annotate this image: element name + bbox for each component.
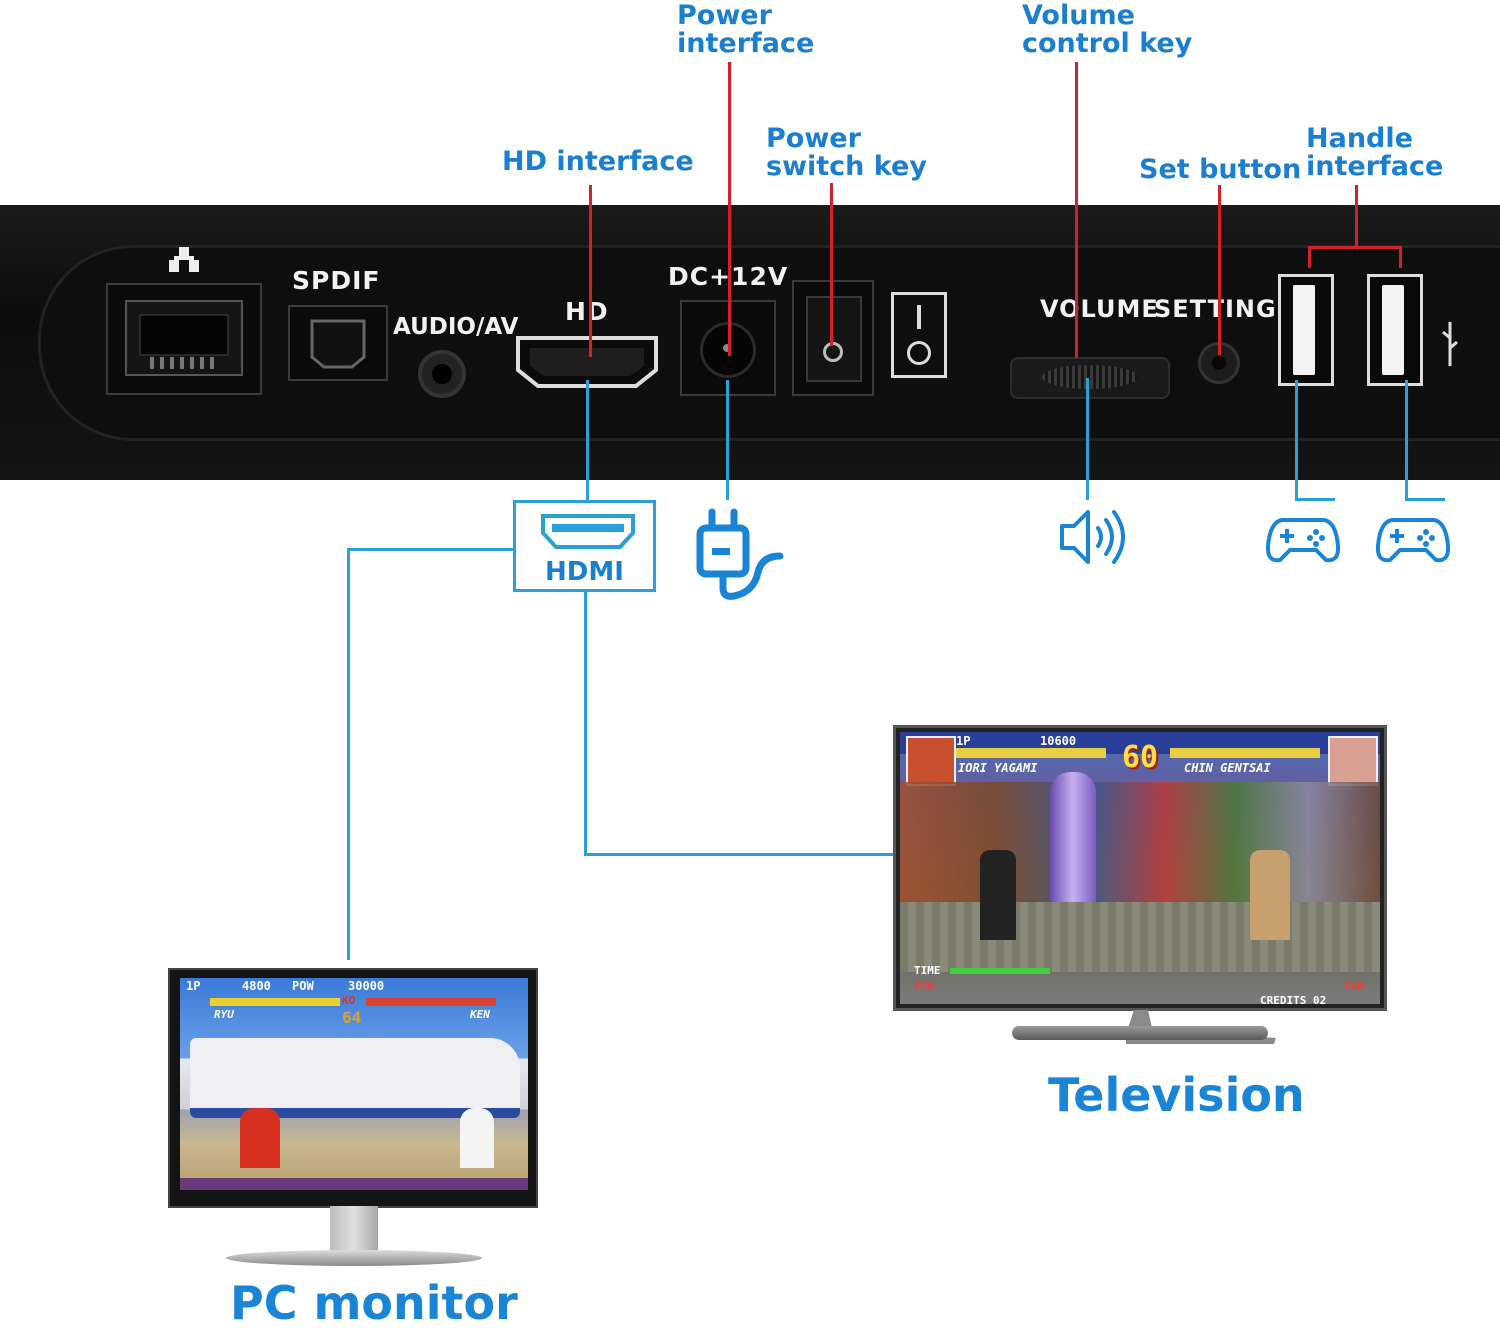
monitor-cable-h bbox=[347, 548, 515, 551]
tv-timer: 60 bbox=[1122, 740, 1159, 775]
power-interface-leader-line bbox=[728, 62, 731, 356]
volume-leader-line bbox=[1075, 62, 1078, 358]
setting-label: SETTING bbox=[1154, 295, 1277, 323]
monitor-cable-v bbox=[347, 548, 350, 960]
monitor-neck bbox=[330, 1206, 378, 1252]
hd-port-label: HD bbox=[565, 297, 609, 326]
hdmi-label: HDMI bbox=[545, 557, 624, 587]
usb1-line-h bbox=[1295, 498, 1335, 501]
pc-fighter-1 bbox=[240, 1108, 280, 1168]
handle-leader-stem bbox=[1355, 185, 1358, 248]
power-plug-icon bbox=[694, 508, 790, 606]
usb2-line bbox=[1405, 380, 1408, 500]
hdmi-box: HDMI bbox=[513, 500, 656, 592]
tv-p1: 1P bbox=[956, 734, 971, 748]
pc-score1: 4800 bbox=[242, 979, 271, 993]
spdif-port[interactable] bbox=[288, 305, 388, 381]
tv-left-portrait bbox=[906, 736, 956, 786]
pc-screen: 1P 4800 POW 30000 KO 64 RYU KEN bbox=[180, 978, 528, 1190]
pc-health-left bbox=[210, 998, 340, 1006]
power-cable-line bbox=[726, 380, 729, 500]
pc-health-right bbox=[366, 998, 496, 1006]
tv-time-label: TIME bbox=[914, 964, 941, 977]
usb1-line bbox=[1295, 380, 1298, 500]
volume-line bbox=[1086, 378, 1089, 500]
pc-monitor-label: PC monitor bbox=[230, 1276, 518, 1330]
pc-name-left: RYU bbox=[214, 1008, 234, 1021]
network-icon bbox=[168, 247, 200, 277]
pc-pow: POW bbox=[292, 979, 314, 993]
pc-timer: 64 bbox=[342, 1008, 362, 1027]
pc-score2: 30000 bbox=[348, 979, 385, 993]
tv-pow-left: POW bbox=[914, 980, 934, 993]
monitor-base bbox=[226, 1250, 482, 1266]
tv-score: 10600 bbox=[1040, 734, 1077, 748]
setting-leader-line bbox=[1218, 185, 1221, 355]
speaker-icon bbox=[1058, 504, 1130, 574]
handle-leader-right bbox=[1399, 246, 1402, 268]
tv-stand-base bbox=[1012, 1026, 1268, 1040]
lan-port[interactable] bbox=[106, 283, 262, 395]
tv-fighter-left: IORI YAGAMI bbox=[958, 761, 1038, 775]
pc-ko: KO bbox=[342, 994, 356, 1007]
tv-fighter-1 bbox=[980, 850, 1016, 940]
tv-credits: CREDITS 02 bbox=[1260, 994, 1327, 1004]
pc-name-right: KEN bbox=[470, 1008, 490, 1021]
set-button-label: Set button bbox=[1139, 154, 1302, 185]
gamepad-icon-2 bbox=[1375, 510, 1451, 568]
tv-pow-right: POW bbox=[1344, 980, 1364, 993]
gamepad-icon-1 bbox=[1265, 510, 1341, 568]
usb2-line-h bbox=[1405, 498, 1445, 501]
tv-fighter-2 bbox=[1250, 850, 1290, 940]
tv-screen: 1P 10600 60 IORI YAGAMI CHIN GENTSAI TIM… bbox=[900, 732, 1380, 1004]
television: 1P 10600 60 IORI YAGAMI CHIN GENTSAI TIM… bbox=[893, 725, 1387, 1011]
usb-port-1[interactable] bbox=[1278, 274, 1334, 386]
volume-label: VOLUME bbox=[1040, 295, 1159, 323]
audio-av-label: AUDIO/AV bbox=[393, 314, 519, 340]
tv-right-portrait bbox=[1328, 736, 1378, 786]
usb-symbol-icon bbox=[1440, 320, 1460, 372]
usb-port-2[interactable] bbox=[1367, 274, 1423, 386]
tv-cable-h bbox=[584, 853, 894, 856]
pc-p1: 1P bbox=[186, 979, 201, 993]
hdmi-cable-up bbox=[586, 380, 589, 502]
pc-boat bbox=[190, 1038, 520, 1118]
spdif-label: SPDIF bbox=[292, 266, 381, 295]
volume-wheel[interactable] bbox=[1010, 357, 1170, 399]
audio-av-jack[interactable] bbox=[418, 350, 466, 398]
on-off-symbol bbox=[891, 292, 947, 378]
television-label: Television bbox=[1048, 1068, 1305, 1122]
tv-cable-v bbox=[584, 592, 587, 856]
hdmi-port[interactable] bbox=[514, 334, 660, 394]
power-rocker-switch[interactable] bbox=[792, 280, 874, 396]
handle-leader-bar bbox=[1308, 246, 1402, 249]
power-switch-leader-line bbox=[830, 183, 833, 346]
pc-fighter-2 bbox=[460, 1108, 494, 1168]
pc-monitor: 1P 4800 POW 30000 KO 64 RYU KEN bbox=[168, 968, 538, 1208]
hd-leader-line bbox=[589, 185, 592, 357]
hd-interface-label: HD interface bbox=[502, 146, 694, 177]
handle-leader-left bbox=[1308, 246, 1311, 268]
tv-fighter-right: CHIN GENTSAI bbox=[1184, 761, 1271, 775]
dc-label: DC+12V bbox=[668, 262, 788, 291]
